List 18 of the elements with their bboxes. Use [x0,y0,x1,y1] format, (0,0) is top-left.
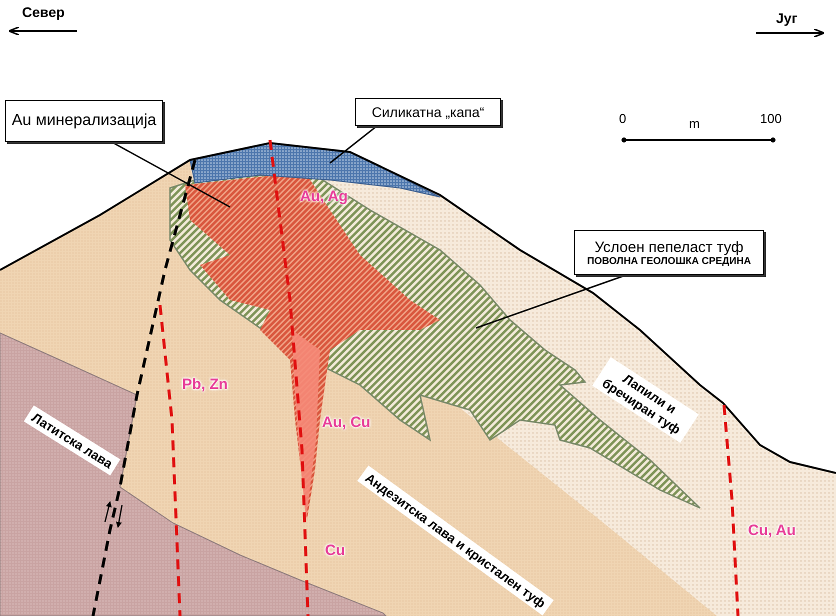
element-label: Cu [325,542,345,559]
element-label: Pb, Zn [182,376,228,393]
direction-label: Југ [776,10,798,26]
callout-text: Услоен пепеласт туф [594,238,744,256]
callout-subtext: ПОВОЛНА ГЕОЛОШКА СРЕДИНА [586,256,752,266]
direction-label: Север [22,4,65,20]
callout-text: Силикатна „капа“ [370,104,486,120]
callout-box [355,98,501,126]
scale-label: 0 [619,111,626,126]
callout-box [5,100,163,142]
scale-label: m [689,116,700,131]
callout-text: Au минерализација [10,112,158,130]
scale-label: 100 [760,111,782,126]
element-label: Cu, Au [748,522,796,539]
leader-line [111,141,230,208]
element-label: Au, Cu [322,414,370,431]
leader-line [330,125,378,164]
callout-box [574,230,764,275]
